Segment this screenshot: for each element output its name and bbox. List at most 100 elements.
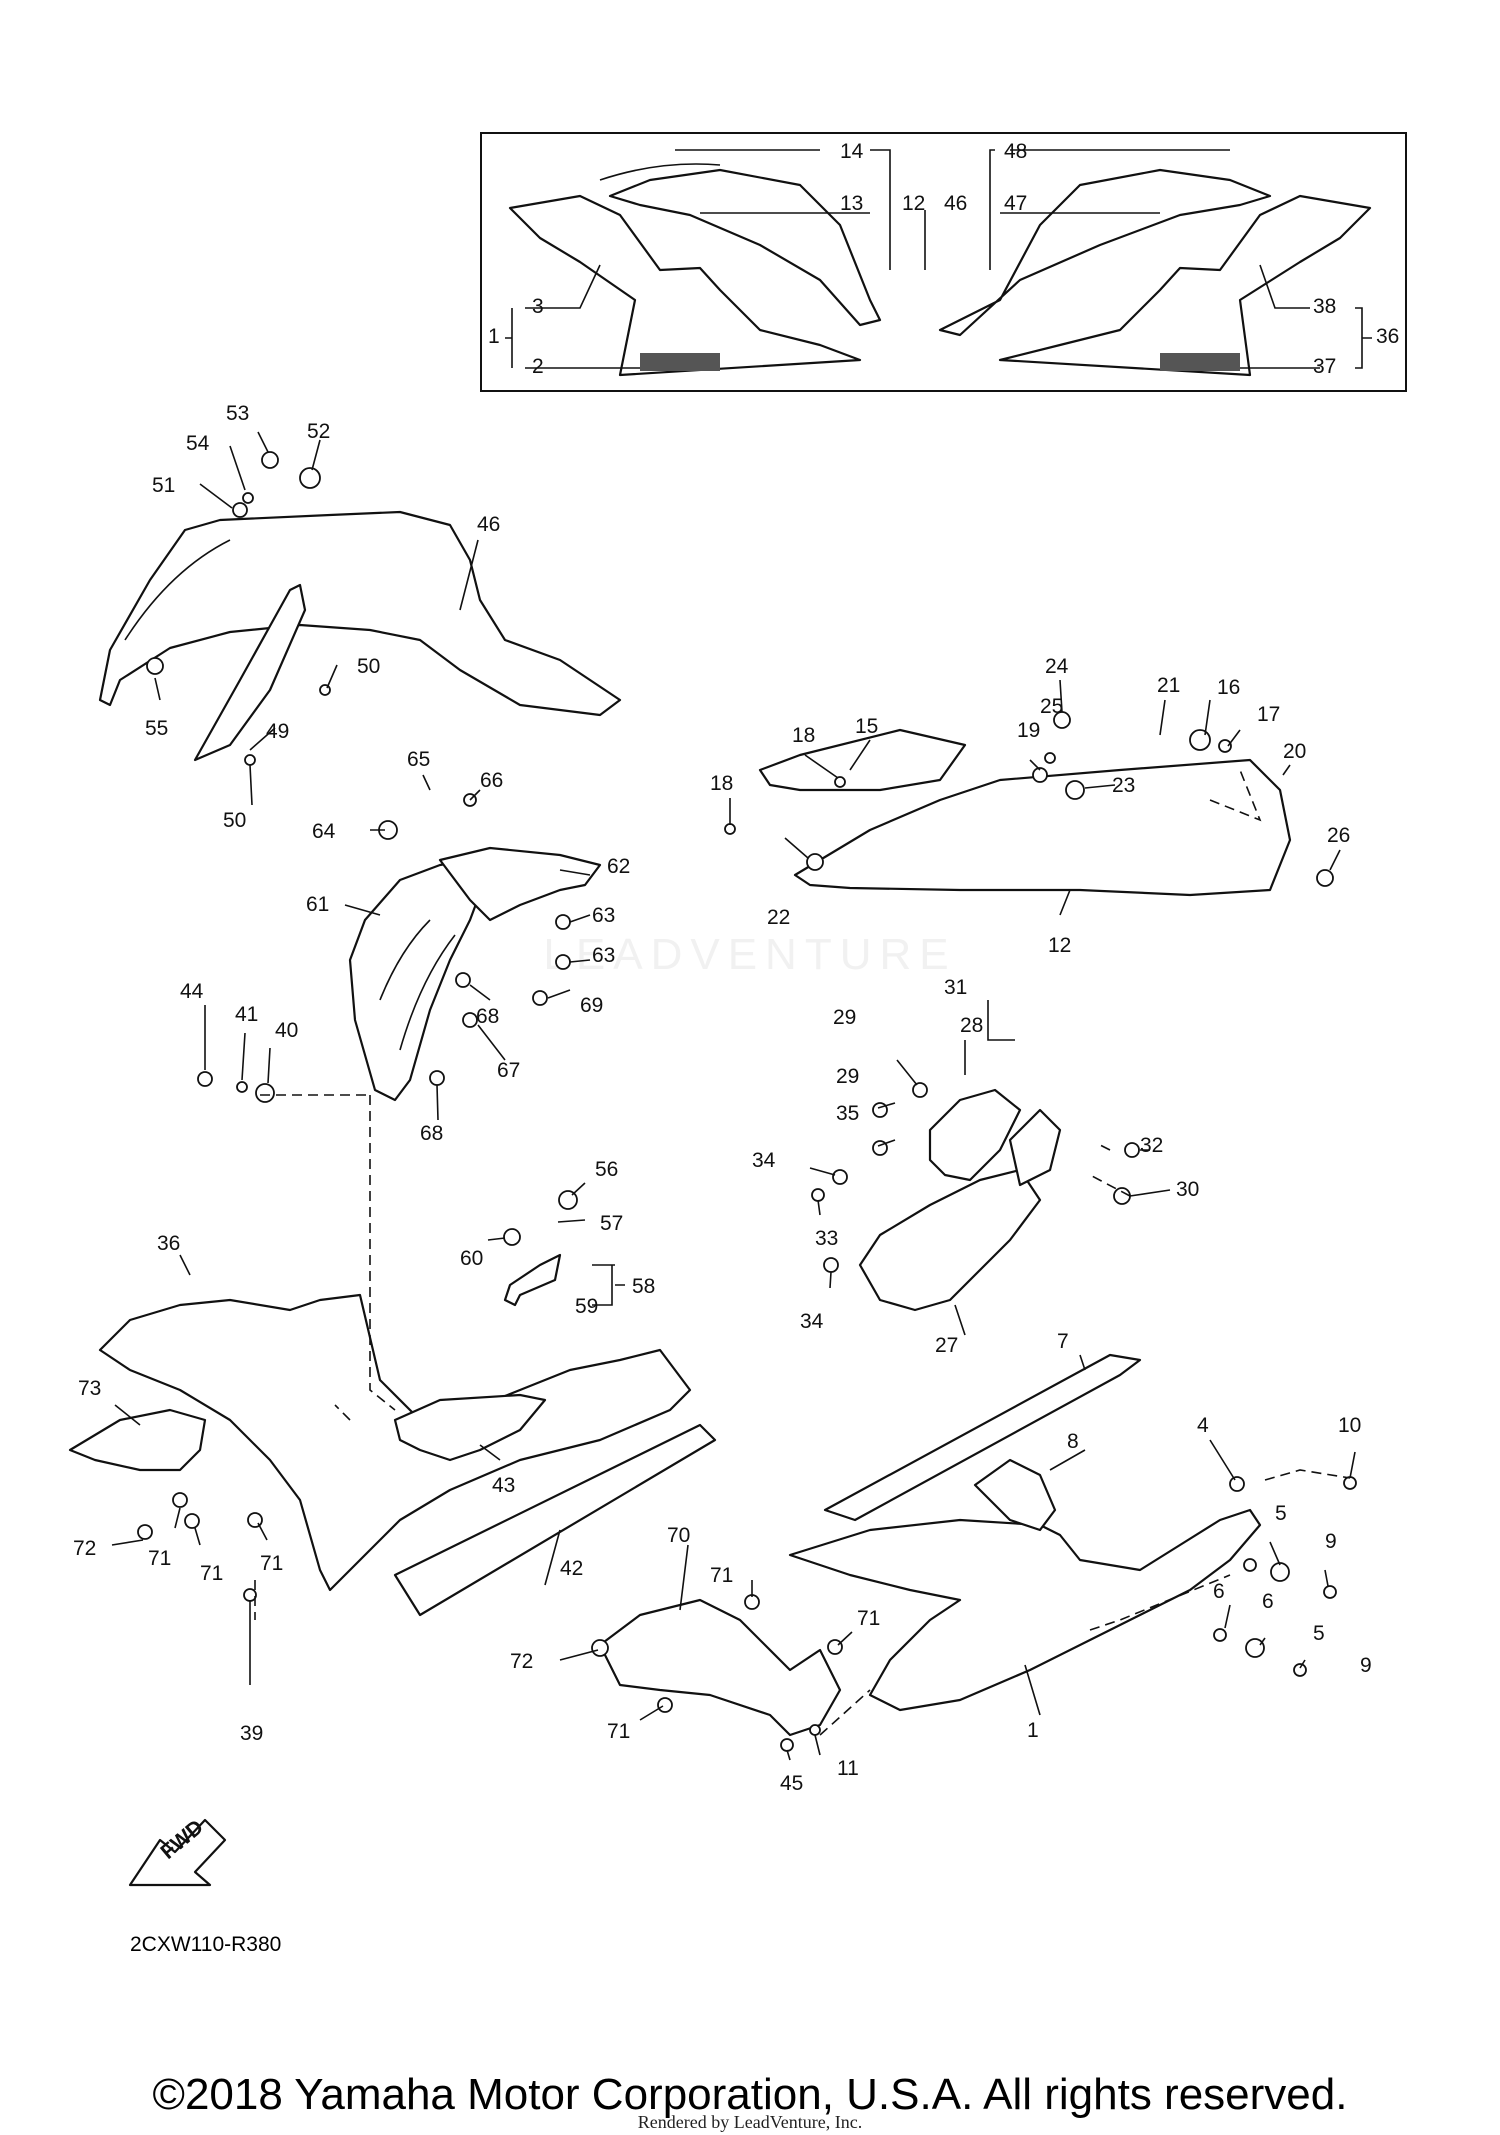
callout-37: 37 bbox=[1313, 355, 1336, 378]
callout-65: 65 bbox=[407, 748, 430, 771]
bolt-10 bbox=[1343, 1476, 1357, 1490]
callout-36: 36 bbox=[157, 1232, 180, 1255]
upper-strip-7 bbox=[823, 1353, 1142, 1522]
bolt-9b bbox=[1293, 1663, 1307, 1677]
nut-4 bbox=[1229, 1476, 1245, 1492]
inner-duct-61-62 bbox=[348, 846, 602, 1102]
callout-68a: 68 bbox=[476, 1005, 499, 1028]
callout-71a: 71 bbox=[148, 1547, 171, 1570]
inset-leader-right-bottom bbox=[1240, 264, 1372, 369]
bolt-45 bbox=[780, 1738, 794, 1752]
callout-18b: 18 bbox=[710, 772, 733, 795]
callout-46-inset: 46 bbox=[944, 192, 967, 215]
callout-45: 45 bbox=[780, 1772, 803, 1795]
bolt-68b bbox=[429, 1070, 445, 1086]
callout-66: 66 bbox=[480, 769, 503, 792]
bolt-33 bbox=[811, 1188, 825, 1202]
inset-frame bbox=[480, 132, 1407, 392]
callout-12: 12 bbox=[1048, 934, 1071, 957]
rivet-71e bbox=[827, 1639, 843, 1655]
washer-25 bbox=[1044, 752, 1056, 764]
callout-59: 59 bbox=[575, 1295, 598, 1318]
bolt-55 bbox=[146, 657, 164, 675]
rivet-72a bbox=[137, 1524, 153, 1540]
callout-31: 31 bbox=[944, 976, 967, 999]
callout-58: 58 bbox=[632, 1275, 655, 1298]
callout-5a: 5 bbox=[1275, 1502, 1287, 1525]
callout-71d: 71 bbox=[710, 1564, 733, 1587]
callout-39: 39 bbox=[240, 1722, 263, 1745]
diagram-code: 2CXW110-R380 bbox=[130, 1933, 282, 1956]
bolt-53 bbox=[261, 451, 279, 469]
callout-12-inset: 12 bbox=[902, 192, 925, 215]
callout-49: 49 bbox=[266, 720, 289, 743]
callout-6a: 6 bbox=[1213, 1580, 1225, 1603]
trim-panel-15 bbox=[758, 728, 967, 792]
callout-20: 20 bbox=[1283, 740, 1306, 763]
callout-72b: 72 bbox=[510, 1650, 533, 1673]
callout-56: 56 bbox=[595, 1158, 618, 1181]
rivet-71a bbox=[172, 1492, 188, 1508]
grommet-5b bbox=[1245, 1638, 1265, 1658]
callout-21: 21 bbox=[1157, 674, 1180, 697]
washer-18b bbox=[724, 823, 736, 835]
bolt-68a bbox=[455, 972, 471, 988]
rivet-72b bbox=[591, 1639, 609, 1657]
duct-8 bbox=[973, 1458, 1057, 1532]
bolt-32 bbox=[1124, 1142, 1140, 1158]
decal-inset bbox=[480, 132, 1407, 392]
bolt-26 bbox=[1316, 869, 1334, 887]
callout-4: 4 bbox=[1197, 1414, 1209, 1437]
inset-left-logo-decal bbox=[640, 353, 720, 371]
callout-67: 67 bbox=[497, 1059, 520, 1082]
callout-51: 51 bbox=[152, 474, 175, 497]
callout-63b: 63 bbox=[592, 944, 615, 967]
panel-12-dash bbox=[1209, 769, 1262, 822]
lower-cowl-36 bbox=[68, 1293, 717, 1617]
lower-cover-70 bbox=[598, 1598, 842, 1737]
grommet-5a bbox=[1270, 1562, 1290, 1582]
bolt-23 bbox=[1065, 780, 1085, 800]
bolt-60 bbox=[503, 1228, 521, 1246]
nut-30 bbox=[1113, 1187, 1131, 1205]
bolt-22 bbox=[806, 853, 824, 871]
callout-2: 2 bbox=[532, 355, 544, 378]
callout-26: 26 bbox=[1327, 824, 1350, 847]
inset-leader-left-bottom bbox=[505, 264, 640, 369]
inset-leader-left-top bbox=[675, 149, 926, 270]
callout-73: 73 bbox=[78, 1377, 101, 1400]
callout-44: 44 bbox=[180, 980, 204, 1003]
rendered-by-notice: Rendered by LeadVenture, Inc. bbox=[637, 2112, 863, 2132]
callout-13: 13 bbox=[840, 192, 863, 215]
callout-32: 32 bbox=[1140, 1134, 1163, 1157]
callout-72a: 72 bbox=[73, 1537, 96, 1560]
callout-27: 27 bbox=[935, 1334, 958, 1357]
callout-62: 62 bbox=[607, 855, 630, 878]
upper-left-cowl-46 bbox=[98, 510, 622, 762]
bolt-63b bbox=[555, 954, 571, 970]
bolt-69 bbox=[532, 990, 548, 1006]
callout-25: 25 bbox=[1040, 695, 1063, 718]
bolt-63a bbox=[555, 914, 571, 930]
callout-55: 55 bbox=[145, 717, 168, 740]
callout-11: 11 bbox=[837, 1757, 859, 1780]
callout-17: 17 bbox=[1257, 703, 1280, 726]
callout-48: 48 bbox=[1004, 140, 1027, 163]
callout-42: 42 bbox=[560, 1557, 583, 1580]
inset-leader-right-top bbox=[989, 149, 1230, 270]
callout-34b: 34 bbox=[800, 1310, 824, 1333]
bolt-34b bbox=[823, 1257, 839, 1273]
callout-36-inset: 36 bbox=[1376, 325, 1399, 348]
rivet-71d bbox=[744, 1594, 760, 1610]
callout-57: 57 bbox=[600, 1212, 623, 1235]
collar-17 bbox=[1218, 739, 1232, 753]
callout-40: 40 bbox=[275, 1019, 298, 1042]
callout-71f: 71 bbox=[607, 1720, 630, 1743]
callout-1-inset: 1 bbox=[488, 325, 500, 348]
callout-18a: 18 bbox=[792, 724, 815, 747]
callout-5b: 5 bbox=[1313, 1622, 1325, 1645]
callout-29a: 29 bbox=[833, 1006, 856, 1029]
bolt-67 bbox=[462, 1012, 478, 1028]
callout-50b: 50 bbox=[223, 809, 246, 832]
